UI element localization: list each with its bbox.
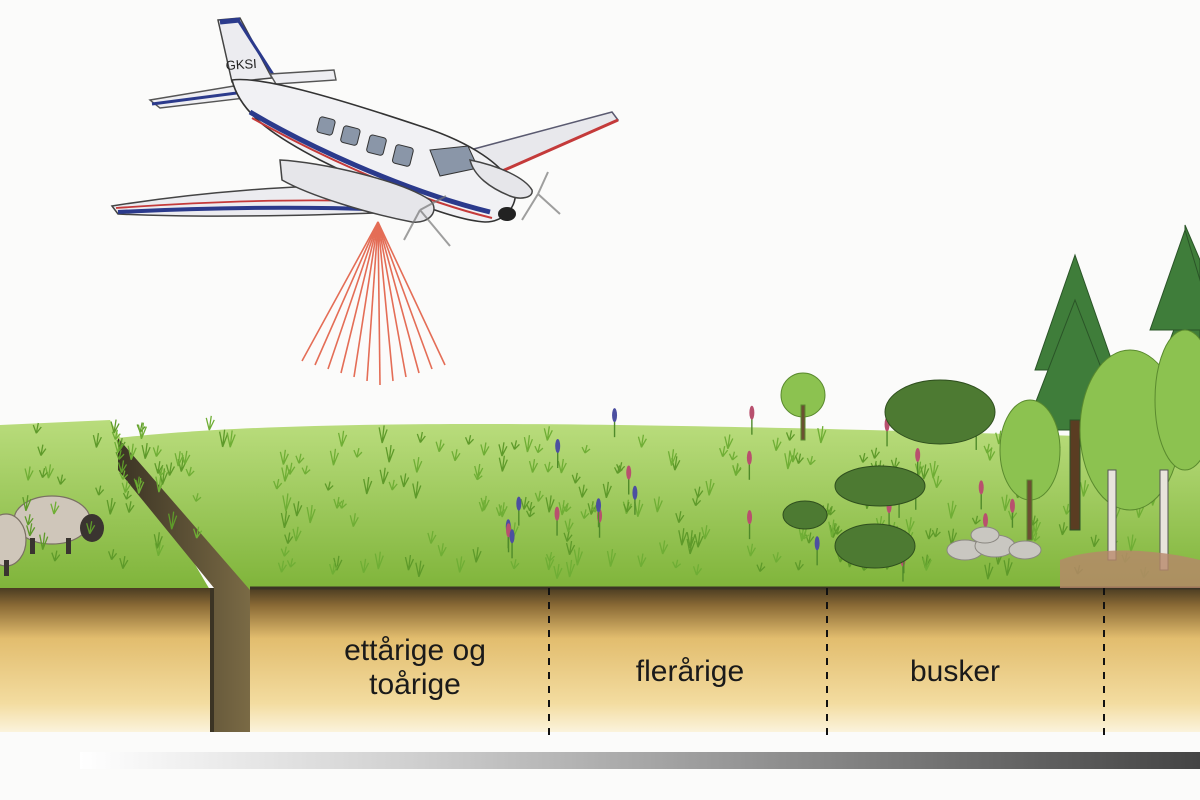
scan-beam-line xyxy=(378,222,432,369)
aircraft-registration: GKSI xyxy=(225,56,257,73)
airplane: GKSI xyxy=(112,18,618,385)
zone-label-shrubs: busker xyxy=(840,655,1070,689)
grass-tuft xyxy=(206,416,214,430)
scan-beam-line xyxy=(328,222,378,369)
scan-beam-line xyxy=(315,222,378,365)
scan-beam-line xyxy=(378,222,406,377)
zone-label-perennial: flerårige xyxy=(575,655,805,689)
lidar-scan-beams xyxy=(302,222,445,385)
zone-label-annual-biennial: ettårige og toårige xyxy=(300,634,530,702)
succession-gradient-bar xyxy=(80,752,1200,769)
